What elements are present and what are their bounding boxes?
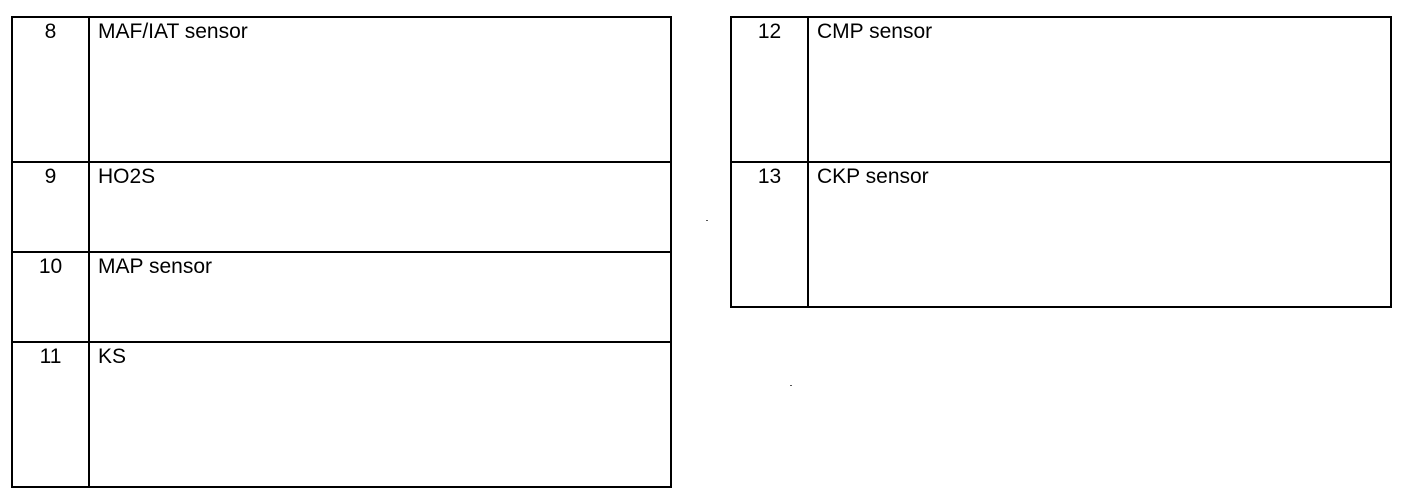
item-label: MAP sensor — [88, 251, 672, 343]
table-row: 12 CMP sensor — [730, 16, 1392, 163]
item-number: 8 — [11, 16, 90, 163]
table-row: 10 MAP sensor — [11, 251, 672, 343]
item-label: KS — [88, 341, 672, 488]
table-row: 11 KS — [11, 341, 672, 488]
item-number: 11 — [11, 341, 90, 488]
scan-speck — [790, 385, 792, 386]
item-label: MAF/IAT sensor — [88, 16, 672, 163]
item-label: CKP sensor — [807, 161, 1392, 308]
item-label: CMP sensor — [807, 16, 1392, 163]
item-number: 9 — [11, 161, 90, 253]
scan-speck — [706, 220, 708, 221]
item-number: 12 — [730, 16, 809, 163]
item-number: 10 — [11, 251, 90, 343]
table-row: 8 MAF/IAT sensor — [11, 16, 672, 163]
table-row: 9 HO2S — [11, 161, 672, 253]
right-components-table: 12 CMP sensor 13 CKP sensor — [730, 16, 1392, 308]
item-label: HO2S — [88, 161, 672, 253]
left-components-table: 8 MAF/IAT sensor 9 HO2S 10 MAP sensor 11… — [11, 16, 672, 488]
item-number: 13 — [730, 161, 809, 308]
table-row: 13 CKP sensor — [730, 161, 1392, 308]
